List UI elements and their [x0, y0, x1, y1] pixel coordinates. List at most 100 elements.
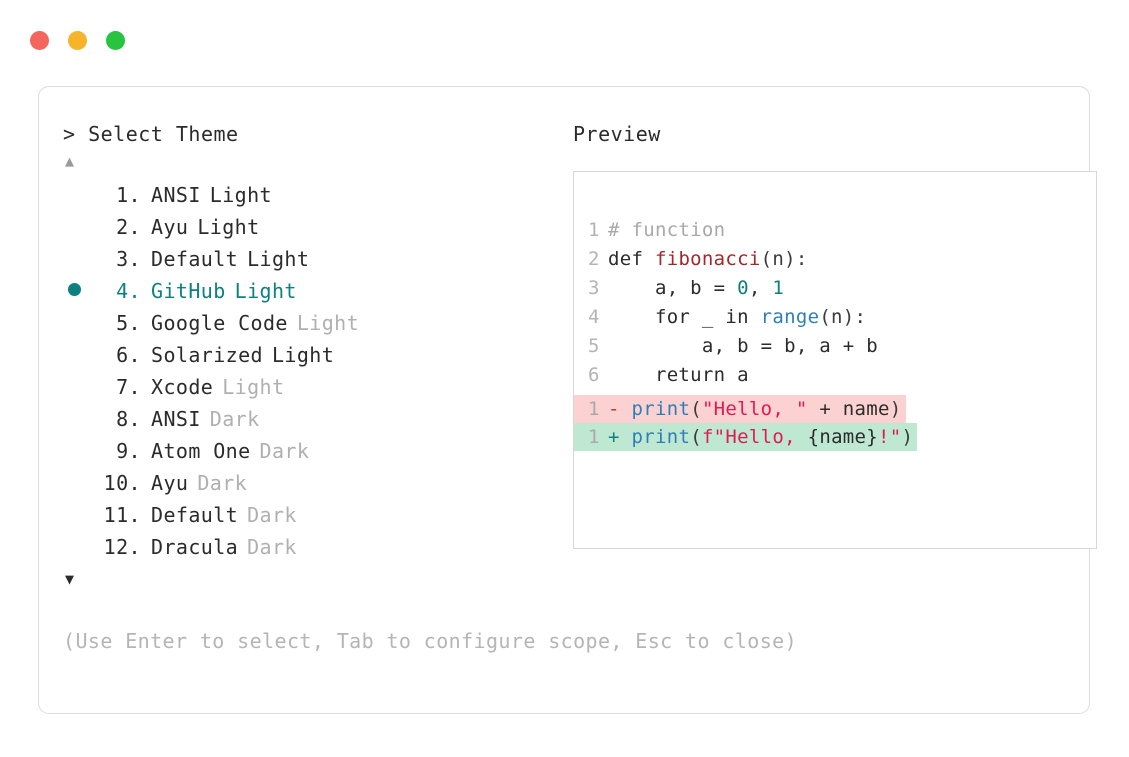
code-token: (n): — [819, 306, 867, 328]
theme-item-variant: Light — [296, 311, 360, 335]
code-token: , — [748, 277, 773, 299]
code-token: (n): — [760, 248, 808, 270]
code-token: a, b = b, a + b — [608, 335, 878, 357]
code-line: 2 def fibonacci(n): — [574, 245, 808, 274]
theme-item-index: 1. — [116, 183, 141, 207]
code-token: 0 — [737, 277, 749, 299]
scroll-up-icon[interactable]: ▲ — [65, 152, 75, 170]
theme-item-variant: Light — [247, 247, 310, 271]
code-line: 3 a, b = 0, 1 — [574, 274, 784, 303]
theme-item-name: Default — [151, 503, 239, 527]
line-number: 1 — [588, 426, 600, 448]
theme-item-variant: Light — [271, 343, 335, 367]
theme-list-item[interactable]: 7. Xcode Light — [63, 371, 533, 403]
line-number: 3 — [588, 277, 600, 299]
close-window-dot[interactable] — [30, 31, 49, 50]
diff-sample: 1- print("Hello, " + name)1+ print(f"Hel… — [574, 395, 1096, 451]
theme-item-index: 5. — [116, 311, 141, 335]
theme-item-variant: Dark — [209, 407, 260, 431]
code-token: print — [631, 398, 691, 420]
theme-list-item[interactable]: 5. Google Code Light — [63, 307, 533, 339]
window-controls — [30, 31, 125, 50]
theme-item-name: Google Code — [151, 311, 288, 335]
theme-item-name: ANSI — [151, 183, 201, 207]
theme-item-index: 7. — [116, 375, 141, 399]
theme-item-index: 4. — [116, 279, 141, 303]
code-token: ( — [690, 398, 702, 420]
theme-item-index: 11. — [103, 503, 141, 527]
line-number: 1 — [588, 398, 600, 420]
code-token: ) — [889, 398, 902, 420]
theme-list-item[interactable]: 4. GitHub Light — [63, 275, 533, 307]
code-line: 1 # function — [574, 216, 725, 245]
code-token: ) — [901, 426, 914, 448]
theme-item-index: 3. — [116, 247, 141, 271]
diff-removed-line: 1- print("Hello, " + name) — [574, 395, 906, 423]
diff-minus-sign: - — [608, 398, 632, 420]
code-token: {name} — [807, 426, 879, 448]
code-token: # function — [608, 219, 726, 241]
theme-item-name: Xcode — [151, 375, 214, 399]
theme-item-name: Default — [151, 247, 239, 271]
theme-item-variant: Dark — [247, 535, 297, 559]
code-line: 4 for _ in range(n): — [574, 303, 866, 332]
diff-plus-sign: + — [608, 426, 632, 448]
code-token: range — [760, 306, 820, 328]
minimize-window-dot[interactable] — [68, 31, 87, 50]
scroll-down-icon[interactable]: ▼ — [65, 570, 75, 588]
theme-item-name: Atom One — [151, 439, 251, 463]
theme-list-item[interactable]: 11. Default Dark — [63, 499, 533, 531]
theme-item-name: Dracula — [151, 535, 239, 559]
code-token: fibonacci — [654, 248, 761, 270]
theme-item-index: 6. — [116, 343, 141, 367]
code-token: def — [608, 248, 655, 270]
line-number: 4 — [588, 306, 600, 328]
theme-item-name: GitHub — [151, 279, 226, 303]
preview-heading: Preview — [573, 122, 661, 146]
code-token: return a — [608, 364, 749, 386]
code-line: 6 return a — [574, 361, 749, 390]
line-number: 2 — [588, 248, 600, 270]
maximize-window-dot[interactable] — [106, 31, 125, 50]
theme-item-index: 12. — [103, 535, 141, 559]
theme-list-item[interactable]: 3. Default Light — [63, 243, 533, 275]
code-token: f"Hello, — [701, 426, 808, 448]
theme-item-variant: Dark — [197, 471, 248, 495]
theme-item-index: 9. — [116, 439, 141, 463]
keyboard-hint: (Use Enter to select, Tab to configure s… — [63, 629, 798, 653]
line-number: 1 — [588, 219, 600, 241]
theme-list-item[interactable]: 12. Dracula Dark — [63, 531, 533, 563]
theme-item-name: Ayu — [151, 471, 189, 495]
code-token: "Hello, " — [701, 398, 808, 420]
line-number: 6 — [588, 364, 600, 386]
code-token: ( — [690, 426, 702, 448]
theme-item-variant: Dark — [247, 503, 297, 527]
code-token: 1 — [772, 277, 785, 299]
code-token: a, b = — [608, 277, 738, 299]
code-token: + name — [807, 398, 890, 420]
theme-item-variant: Light — [197, 215, 260, 239]
page-title: > Select Theme — [63, 122, 239, 146]
theme-item-index: 8. — [116, 407, 141, 431]
theme-item-variant: Light — [222, 375, 285, 399]
line-number: 5 — [588, 335, 600, 357]
code-token: for _ in — [608, 306, 761, 328]
selection-bullet — [68, 283, 81, 296]
code-token: print — [631, 426, 691, 448]
theme-item-variant: Light — [234, 279, 297, 303]
diff-added-line: 1 + print(f"Hello, {name}!") — [574, 423, 918, 451]
theme-item-index: 2. — [116, 215, 141, 239]
code-token: !" — [878, 426, 902, 448]
